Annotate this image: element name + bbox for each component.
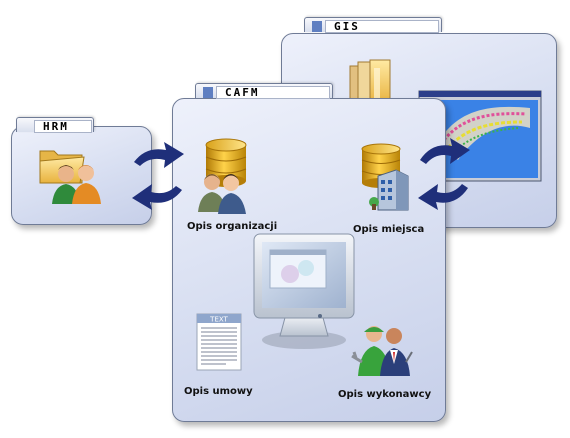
gis-tab: GIS xyxy=(304,17,442,33)
location-caption: Opis miejsca xyxy=(353,224,425,235)
sync-arrows-icon xyxy=(418,138,470,210)
gis-tab-label: GIS xyxy=(325,20,439,33)
workers-icon xyxy=(351,326,413,376)
folder-icon xyxy=(349,59,391,105)
document-icon: TEXT xyxy=(196,313,242,371)
document-header-text: TEXT xyxy=(209,316,228,324)
contractor-caption: Opis wykonawcy xyxy=(338,389,432,400)
organization-caption: Opis organizacji xyxy=(187,221,278,232)
people-icon xyxy=(198,174,246,214)
people-icon xyxy=(52,165,101,204)
cafm-tab: CAFM xyxy=(195,83,333,99)
contract-caption: Opis umowy xyxy=(184,386,253,397)
hrm-tab: HRM xyxy=(16,117,94,133)
tab-marker xyxy=(203,87,213,98)
monitor-icon xyxy=(253,233,355,349)
hrm-tab-label: HRM xyxy=(34,120,92,133)
building-icon xyxy=(369,169,409,211)
cafm-tab-label: CAFM xyxy=(216,86,330,99)
sync-arrows-icon xyxy=(132,142,184,210)
tab-marker xyxy=(312,21,322,32)
